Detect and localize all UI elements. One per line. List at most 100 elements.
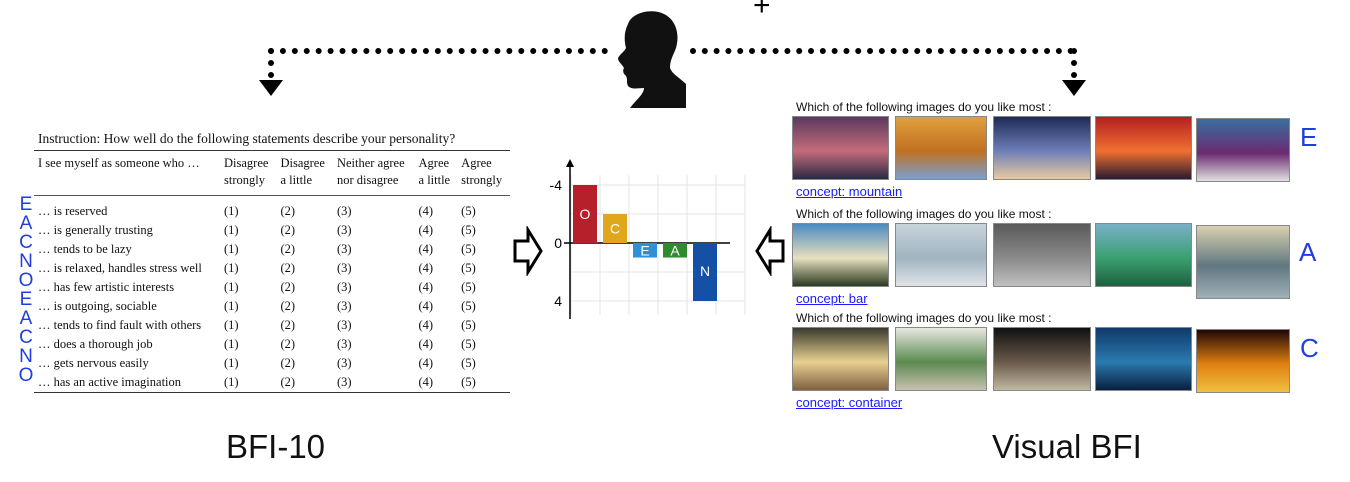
bfi-scale-option: (5) xyxy=(461,356,476,370)
bfi-scale-option: (2) xyxy=(280,318,296,332)
image-option-thumbnail[interactable] xyxy=(895,116,987,180)
bfi-item-text: … has few artistic interests xyxy=(38,280,175,294)
bfi-scale-option: (2) xyxy=(280,223,296,237)
trait-letter: A xyxy=(19,308,33,329)
bar-label-c: C xyxy=(610,221,620,237)
image-option-thumbnail[interactable] xyxy=(1095,116,1192,180)
bfi10-caption: BFI-10 xyxy=(226,428,326,465)
bfi-scale-option: (3) xyxy=(336,280,352,294)
bar-o xyxy=(573,185,597,243)
bfi-scale-option: (3) xyxy=(336,356,352,370)
bfi-scale-option: (3) xyxy=(336,204,352,218)
image-option-thumbnail[interactable] xyxy=(993,327,1091,391)
crosshair-mark: + xyxy=(753,0,771,22)
bfi-scale-option: (3) xyxy=(336,375,352,389)
right-dotted-connector xyxy=(690,48,1074,54)
visual-trait-letter: C xyxy=(1300,333,1319,363)
bfi-scale-option: (5) xyxy=(461,261,476,275)
bfi-item-row: … gets nervous easily(1)(2)(3)(4)(5) xyxy=(34,354,510,373)
bfi-scale-option: (2) xyxy=(280,299,296,313)
concept-link[interactable]: concept: bar xyxy=(796,291,868,306)
bfi-scale-option: (5) xyxy=(461,375,476,389)
image-option-thumbnail[interactable] xyxy=(792,223,889,287)
visual-question-prompt: Which of the following images do you lik… xyxy=(796,311,1052,325)
right-arrowhead-icon xyxy=(1062,80,1086,96)
bfi-scale-option: (1) xyxy=(224,337,239,351)
bfi-scale-option: (3) xyxy=(336,337,352,351)
trait-letter: O xyxy=(18,270,34,291)
image-option-thumbnail[interactable] xyxy=(1196,329,1290,393)
trait-letter: C xyxy=(19,232,33,253)
bfi-item-row: … has few artistic interests(1)(2)(3)(4)… xyxy=(34,278,510,297)
left-hollow-arrow-icon xyxy=(513,226,543,276)
bfi-scale-option: (2) xyxy=(280,242,296,256)
y-tick-label: 0 xyxy=(554,235,562,251)
image-option-thumbnail[interactable] xyxy=(1095,223,1192,287)
concept-link[interactable]: concept: mountain xyxy=(796,184,903,199)
image-option-thumbnail[interactable] xyxy=(1196,118,1290,182)
visual-question-prompt: Which of the following images do you lik… xyxy=(796,207,1052,221)
visual-trait-letter: E xyxy=(1300,122,1318,152)
bfi-scale-option: (4) xyxy=(418,223,434,237)
trait-letter: E xyxy=(19,194,33,215)
bfi-scale-option: (3) xyxy=(336,261,352,275)
left-dotted-connector xyxy=(268,48,608,54)
image-option-thumbnail[interactable] xyxy=(993,116,1091,180)
image-option-thumbnail[interactable] xyxy=(1196,225,1290,299)
trait-letter: E xyxy=(19,289,33,310)
bfi-instruction: Instruction: How well do the following s… xyxy=(38,131,456,146)
right-dotted-drop xyxy=(1071,48,1077,78)
image-option-thumbnail[interactable] xyxy=(1095,327,1192,391)
image-option-thumbnail[interactable] xyxy=(895,223,987,287)
trait-letter: N xyxy=(19,251,33,272)
bfi-scale-option: (5) xyxy=(461,318,476,332)
bfi-scale-option: (1) xyxy=(224,299,239,313)
trait-letter: C xyxy=(19,327,33,348)
left-dotted-drop xyxy=(268,48,274,78)
image-option-thumbnail[interactable] xyxy=(792,116,889,180)
y-axis-arrow-icon xyxy=(566,159,574,167)
bar-e xyxy=(633,243,657,258)
image-option-thumbnail[interactable] xyxy=(792,327,889,391)
bfi-item-text: … is generally trusting xyxy=(38,223,153,237)
bfi-item-row: … is generally trusting(1)(2)(3)(4)(5) xyxy=(34,221,510,240)
bfi-scale-option: (4) xyxy=(418,337,434,351)
bfi-scale-option: (4) xyxy=(418,375,434,389)
bfi-item-row: … tends to find fault with others(1)(2)(… xyxy=(34,316,510,335)
bfi-item-row: … is reserved(1)(2)(3)(4)(5) xyxy=(34,196,510,222)
bfi-item-text: … gets nervous easily xyxy=(38,356,149,370)
bfi-scale-option: (2) xyxy=(280,375,296,389)
bfi-scale-option: (2) xyxy=(280,337,296,351)
bar-c xyxy=(603,214,627,243)
bfi-scale-option: (4) xyxy=(418,356,434,370)
bfi-scale-option: (4) xyxy=(418,204,434,218)
image-option-thumbnail[interactable] xyxy=(895,327,987,391)
bfi-scale-option: (2) xyxy=(280,204,296,218)
bfi-scale-option: (4) xyxy=(418,280,434,294)
bfi-scale-option: (1) xyxy=(224,375,239,389)
bfi-scale-option: (5) xyxy=(461,337,476,351)
bfi-scale-option: (4) xyxy=(418,299,434,313)
right-hollow-arrow-icon xyxy=(755,226,785,276)
bfi-scale-option: (2) xyxy=(280,356,296,370)
bfi-scale-option: (1) xyxy=(224,242,239,256)
bfi-scale-option: (4) xyxy=(418,318,434,332)
bfi-item-row: … is relaxed, handles stress well(1)(2)(… xyxy=(34,259,510,278)
concept-link[interactable]: concept: container xyxy=(796,395,903,410)
bfi-scale-option: (5) xyxy=(461,204,476,218)
bfi-scale-option: (4) xyxy=(418,242,434,256)
trait-letter: N xyxy=(19,346,33,367)
bar-label-n: N xyxy=(700,263,710,279)
bfi-item-row: … does a thorough job(1)(2)(3)(4)(5) xyxy=(34,335,510,354)
bfi-scale-option: (2) xyxy=(280,280,296,294)
bar-label-a: A xyxy=(670,242,680,258)
bfi-item-row: … is outgoing, sociable(1)(2)(3)(4)(5) xyxy=(34,297,510,316)
image-option-thumbnail[interactable] xyxy=(993,223,1091,287)
